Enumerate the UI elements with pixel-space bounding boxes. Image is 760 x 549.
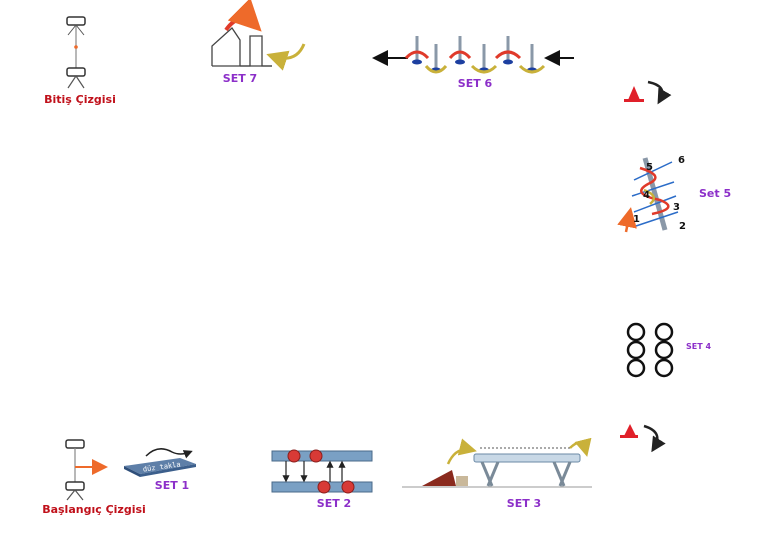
set4-label: SET 4 [686, 342, 711, 351]
slalom-number: 4 [643, 190, 650, 201]
slalom-number: 5 [646, 162, 653, 173]
set7-climb-frame [211, 0, 306, 71]
set7-label: SET 7 [223, 72, 257, 85]
set3-label: SET 3 [507, 497, 541, 510]
set1-mat: düz takla [124, 448, 196, 477]
slalom-number: 2 [679, 221, 686, 232]
set5-label: Set 5 [699, 187, 731, 200]
slalom-number: 3 [673, 202, 680, 213]
set5-slalom [617, 157, 679, 233]
finish-line-marker [66, 16, 86, 89]
set2-label: SET 2 [317, 497, 351, 510]
set6-pole-row [372, 36, 574, 74]
finish-line-label: Bitiş Çizgisi [44, 93, 116, 106]
set1-label: SET 1 [155, 479, 189, 492]
set3-vault [402, 437, 592, 488]
slalom-number: 1 [633, 214, 640, 225]
slalom-number: 6 [678, 155, 685, 166]
start-line-marker [65, 439, 108, 501]
set2-benches [271, 449, 373, 494]
set4-rings [626, 322, 674, 378]
turn-cone-top [624, 80, 672, 105]
turn-cone-bottom [620, 424, 666, 453]
set6-label: SET 6 [458, 77, 493, 90]
start-line-label: Başlangıç Çizgisi [42, 503, 146, 516]
